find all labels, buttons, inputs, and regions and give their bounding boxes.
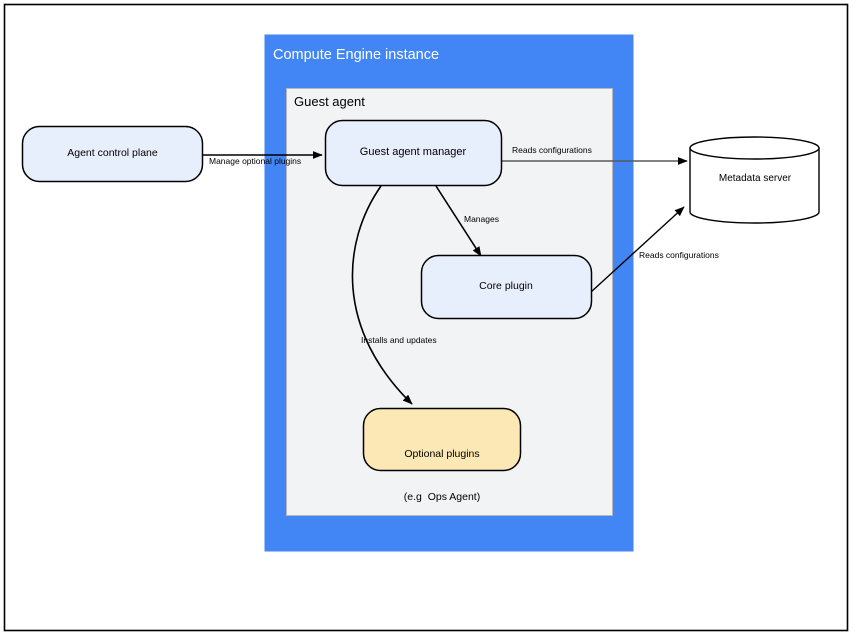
node-optional-plugins[interactable] (362, 407, 522, 472)
edge-manager-to-core-plugin (435, 185, 482, 257)
guest-agent-title: Guest agent (294, 94, 365, 109)
compute-engine-instance-title: Compute Engine instance (273, 47, 440, 63)
edge-manager-to-optional-plugins (351, 185, 413, 405)
edge-label-manage-optional-plugins: Manage optional plugins (209, 156, 302, 166)
edge-label-manages: Manages (464, 214, 499, 224)
node-guest-agent-manager[interactable] (324, 119, 503, 187)
node-agent-control-plane[interactable] (21, 125, 204, 183)
edge-label-reads-configurations-manager: Reads configurations (512, 145, 592, 155)
node-metadata-server[interactable] (689, 136, 820, 224)
edge-label-installs-and-updates: Installs and updates (361, 335, 437, 345)
node-core-plugin[interactable] (420, 254, 593, 320)
edge-core-plugin-to-metadata (590, 206, 685, 293)
edge-label-reads-configurations-core-plugin: Reads configurations (639, 250, 719, 260)
